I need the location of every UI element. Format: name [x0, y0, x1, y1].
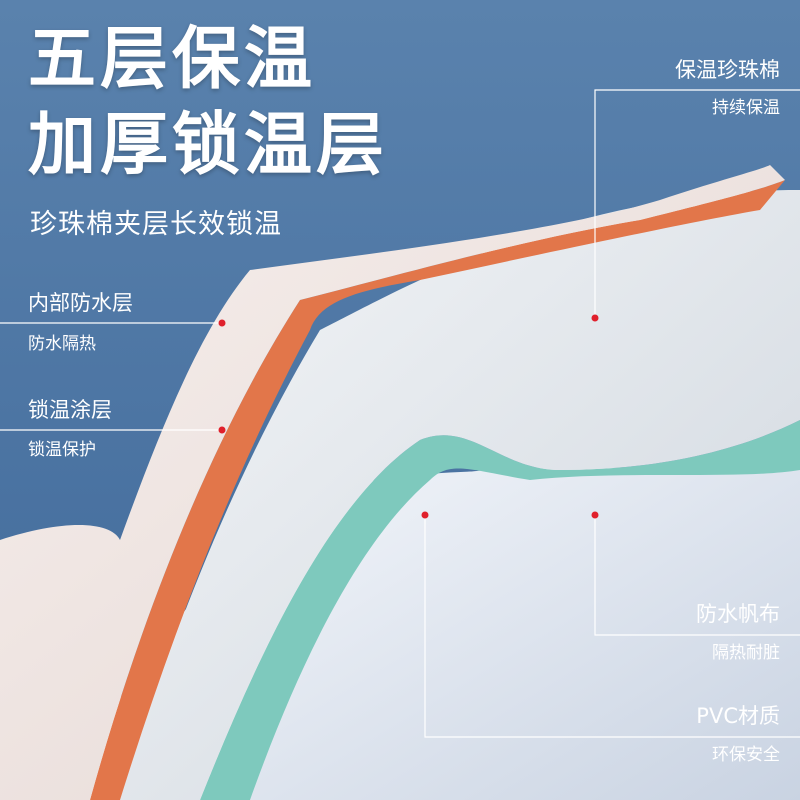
layer-teal-foam [200, 420, 800, 800]
layer-pink-inner [0, 165, 785, 800]
marker-dot-pearl-cotton [591, 314, 599, 322]
label-pearl-cotton-title: 保温珍珠棉 [675, 58, 780, 82]
leader-lines [0, 89, 800, 738]
label-canvas-title: 防水帆布 [696, 602, 780, 626]
layer-canvas [250, 467, 800, 800]
label-pearl-cotton-desc: 持续保温 [712, 98, 780, 118]
markers [218, 314, 599, 519]
label-thermal-coating-desc: 锁温保护 [28, 440, 96, 460]
label-waterproof-inner-title: 内部防水层 [28, 291, 133, 315]
marker-dot-thermal-coating [218, 426, 226, 434]
layer-pearl-cotton [120, 190, 800, 800]
marker-dot-pvc [421, 511, 429, 519]
label-pvc-desc: 环保安全 [712, 745, 780, 765]
label-thermal-coating-title: 锁温涂层 [28, 398, 112, 422]
label-waterproof-inner-desc: 防水隔热 [28, 334, 96, 354]
marker-dot-canvas [591, 511, 599, 519]
layer-orange-coating [90, 180, 785, 800]
leader-line-canvas [594, 515, 800, 636]
label-canvas-desc: 隔热耐脏 [712, 643, 780, 663]
leader-line-pearl-cotton [594, 89, 800, 318]
headline-line-2: 加厚锁温层 [28, 106, 389, 185]
headline-subtitle: 珍珠棉夹层长效锁温 [30, 209, 282, 240]
marker-dot-waterproof-inner [218, 319, 226, 327]
headline-line-1: 五层保温 [28, 20, 317, 99]
leader-line-pvc [424, 515, 800, 738]
label-pvc-title: PVC材质 [696, 704, 780, 728]
